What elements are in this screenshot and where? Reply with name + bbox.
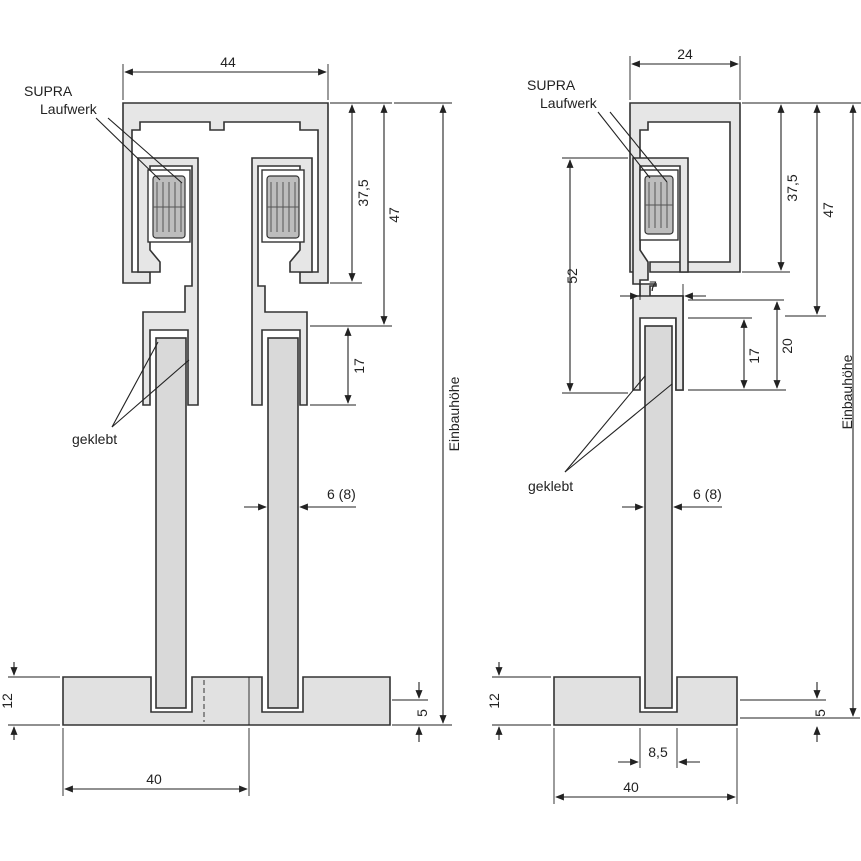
left-dim-groove: 5 — [414, 709, 430, 717]
right-dim-20: 20 — [779, 338, 795, 354]
left-label-laufwerk: Laufwerk — [40, 101, 98, 117]
right-floor-guide — [553, 676, 738, 726]
left-floor-guide — [62, 676, 391, 726]
right-glass — [644, 325, 673, 709]
left-label-supra: SUPRA — [24, 83, 73, 99]
left-view: 44 37,5 47 17 Einbauhöhe 6 (8) 12 — [0, 54, 462, 796]
right-dim-7: 7 — [649, 278, 657, 294]
left-dim-17: 17 — [351, 358, 367, 374]
right-dim-width: 24 — [677, 46, 693, 62]
left-dim-glass: 6 (8) — [327, 486, 356, 502]
left-hanger-right — [251, 157, 313, 406]
right-dim-glass: 6 (8) — [693, 486, 722, 502]
left-dim-375: 37,5 — [355, 179, 371, 206]
right-einbauhoehe: Einbauhöhe — [839, 354, 855, 429]
right-view: 24 37,5 47 52 7 17 20 Ein — [486, 46, 861, 804]
right-dim-17: 17 — [746, 348, 762, 364]
left-dim-floor-w: 40 — [146, 771, 162, 787]
left-einbauhoehe: Einbauhöhe — [446, 376, 462, 451]
right-label-supra: SUPRA — [527, 77, 576, 93]
right-dim-groove-w: 8,5 — [648, 744, 668, 760]
left-dim-floor-h: 12 — [0, 693, 15, 709]
right-dim-floor-w: 40 — [623, 779, 639, 795]
left-label-geklebt: geklebt — [72, 431, 117, 447]
left-glass-a — [155, 337, 187, 709]
right-label-laufwerk: Laufwerk — [540, 95, 598, 111]
right-label-geklebt: geklebt — [528, 478, 573, 494]
left-hanger-left — [137, 157, 199, 406]
right-glass-clamp — [632, 295, 684, 391]
right-dim-groove: 5 — [812, 709, 828, 717]
left-glass-b — [267, 337, 299, 709]
left-dim-width: 44 — [220, 54, 236, 70]
left-dim-47: 47 — [386, 207, 402, 223]
right-dim-375: 37,5 — [784, 174, 800, 201]
right-dim-52: 52 — [564, 268, 580, 284]
right-dim-floor-h: 12 — [486, 693, 502, 709]
right-dim-47: 47 — [820, 202, 836, 218]
